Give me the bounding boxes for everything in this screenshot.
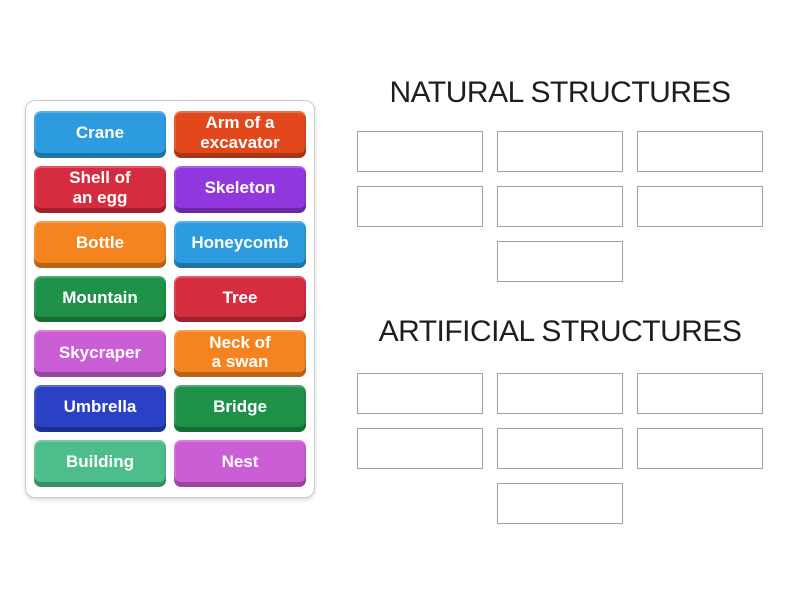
word-tile[interactable]: Building (34, 440, 166, 487)
word-tile[interactable]: Skycraper (34, 330, 166, 378)
drop-slot[interactable] (357, 428, 483, 469)
word-tile-label: Nest (221, 452, 259, 472)
word-tile[interactable]: Arm of a excavator (174, 111, 306, 158)
drop-slot[interactable] (497, 428, 623, 469)
drop-slot[interactable] (497, 186, 623, 227)
word-tile[interactable]: Tree (174, 275, 306, 323)
word-tile-label: Umbrella (63, 397, 137, 417)
drop-slot[interactable] (497, 373, 623, 414)
drop-slot[interactable] (637, 131, 763, 172)
drop-slot[interactable] (497, 241, 623, 282)
drop-slot[interactable] (497, 131, 623, 172)
word-tile[interactable]: Crane (34, 111, 166, 158)
drop-slot[interactable] (637, 373, 763, 414)
word-tile-label: Crane (75, 123, 125, 143)
word-tile-label: Bottle (75, 232, 125, 252)
word-tile[interactable]: Bottle (34, 220, 166, 268)
word-tile-label: Bridge (213, 397, 267, 417)
word-tile-label: Skycraper (58, 342, 142, 362)
word-tile-label: Building (66, 452, 134, 472)
group-title-natural: NATURAL STRUCTURES (389, 76, 731, 109)
drop-slot[interactable] (357, 186, 483, 227)
word-tile-label: Skeleton (204, 178, 276, 197)
word-tile-label: Honeycomb (191, 232, 289, 252)
slot-grid (357, 373, 763, 524)
word-tile-label: Arm of a excavator (200, 113, 280, 152)
word-tile[interactable]: Umbrella (34, 385, 166, 433)
group-title-artificial: ARTIFICIAL STRUCTURES (378, 315, 742, 348)
word-tile-label: Shell of an egg (69, 168, 131, 207)
word-tile[interactable]: Mountain (34, 275, 166, 323)
word-tile-label: Tree (222, 287, 258, 307)
word-tile-label: Neck of a swan (209, 332, 271, 372)
drop-slot[interactable] (637, 186, 763, 227)
word-tile[interactable]: Skeleton (174, 165, 306, 213)
word-bank-panel: Crane Arm of a excavator Shell of an egg… (25, 100, 315, 498)
drop-slot[interactable] (497, 483, 623, 524)
slot-grid (357, 131, 763, 282)
word-tile[interactable]: Neck of a swan (174, 330, 306, 378)
drop-slot[interactable] (357, 373, 483, 414)
drop-slot[interactable] (357, 131, 483, 172)
word-tile-label: Mountain (62, 287, 138, 307)
word-tile[interactable]: Shell of an egg (34, 165, 166, 213)
word-tile[interactable]: Honeycomb (174, 220, 306, 268)
word-tile[interactable]: Nest (174, 440, 306, 487)
word-tile[interactable]: Bridge (174, 385, 306, 433)
drop-slot[interactable] (637, 428, 763, 469)
